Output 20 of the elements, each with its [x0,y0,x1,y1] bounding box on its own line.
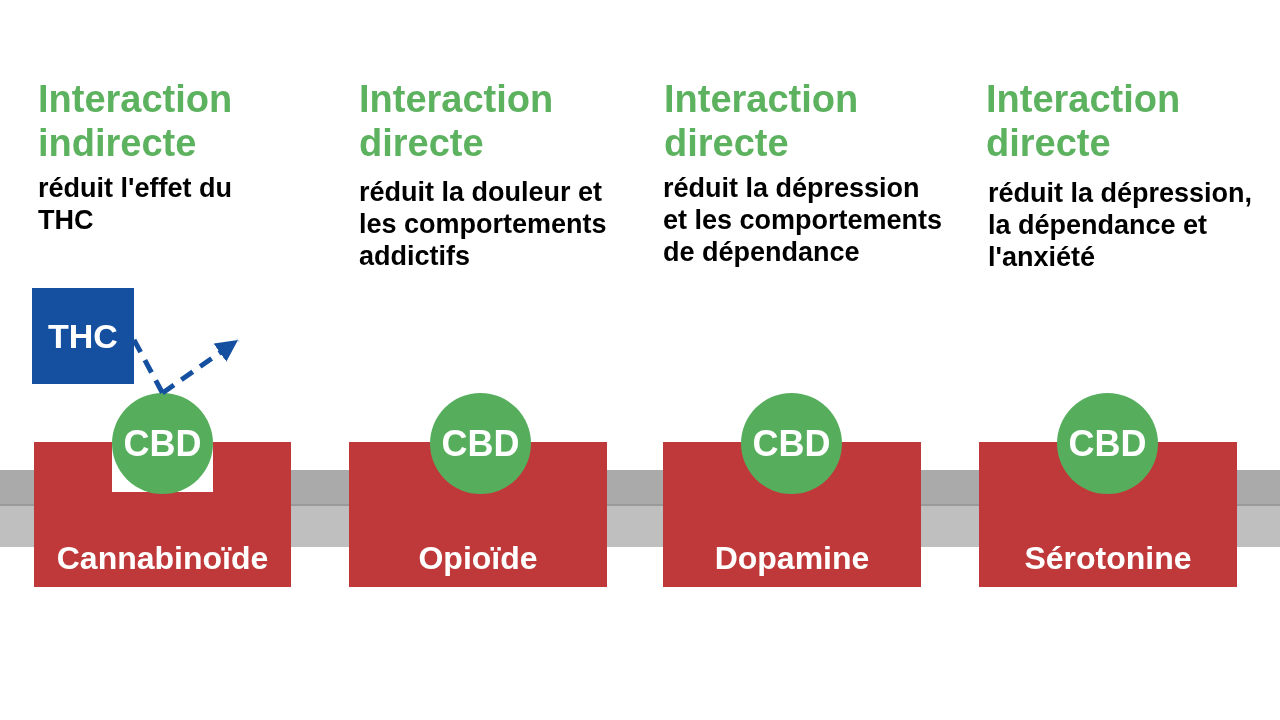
receptor-label: Opioïde [418,539,538,578]
molecule-label: CBD [752,422,831,465]
description: réduit la douleur et les comportements addictifs [359,176,608,272]
receptor-label: Sérotonine [1024,539,1192,578]
molecule-label: CBD [441,422,520,465]
heading: Interaction directe [664,77,860,165]
molecule-label: THC [48,316,118,356]
molecule-label: CBD [123,422,202,465]
description: réduit la dépression, la dépendance et l'anxiété [988,177,1254,273]
molecule-box [32,288,134,384]
dashed-line [131,338,165,395]
receptor-label: Cannabinoïde [56,539,269,578]
description: réduit la dépression et les comportements de dépendance [663,172,944,268]
molecule-label: CBD [1068,422,1147,465]
heading: Interaction indirecte [38,77,234,165]
dashed-arrow [161,337,240,396]
heading: Interaction directe [986,77,1182,165]
receptor-label: Dopamine [714,539,870,578]
heading: Interaction directe [359,77,555,165]
description: réduit l'effet du THC [38,172,233,236]
